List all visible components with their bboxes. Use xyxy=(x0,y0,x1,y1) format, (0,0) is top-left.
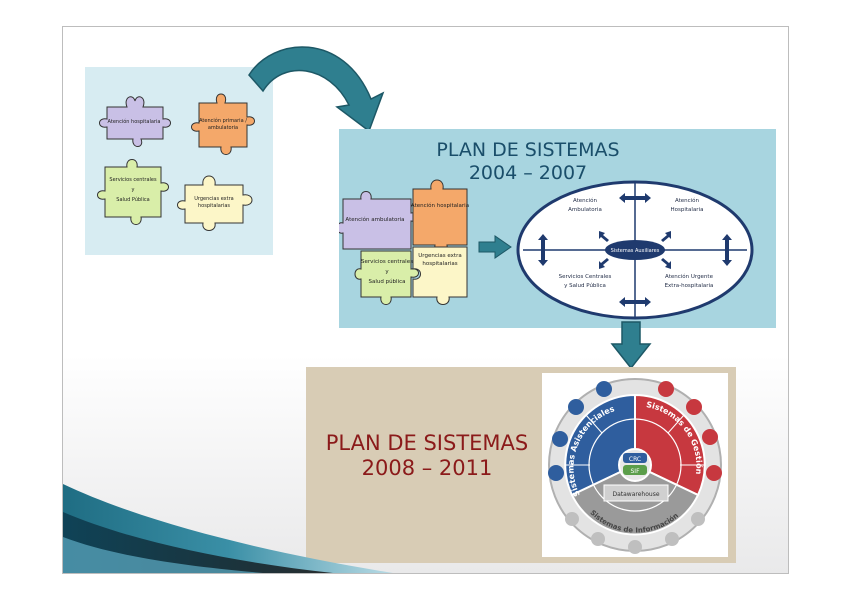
left-panel: Atención hospitalaria Atención primaria … xyxy=(85,67,273,255)
puzzle-piece-hospitalaria xyxy=(99,96,171,147)
label-ambulatoria: Atención ambulatoria xyxy=(345,216,404,223)
label-urgencias-a: Urgencias extra xyxy=(418,253,461,259)
plan-2004-title: PLAN DE SISTEMAS 2004 – 2007 xyxy=(363,139,693,185)
plan-2008-title: PLAN DE SISTEMAS 2008 – 2011 xyxy=(311,431,543,481)
label-primaria-2: ambulatoria xyxy=(208,125,238,131)
ellipse-tr-2: Hospitalaria xyxy=(671,207,704,213)
wheel-sector-gestion xyxy=(634,393,706,497)
label-centrales-c: Salud pública xyxy=(368,278,405,285)
puzzle-piece-centrales-2 xyxy=(354,250,419,305)
wheel-sector-asistenciales xyxy=(564,393,636,497)
systems-wheel: Datawarehouse CRC SIF Sistemas Asistenci… xyxy=(548,378,722,554)
label-centrales-a: Servicios centrales xyxy=(361,259,413,265)
plan-2004-title-line1: PLAN DE SISTEMAS xyxy=(436,139,620,161)
label-centrales-2: y xyxy=(132,187,135,193)
label-hospitalaria: Atención hospitalaria xyxy=(108,118,161,125)
puzzle-piece-urgencias xyxy=(177,175,253,231)
label-urgencias-b: hospitalarias xyxy=(422,261,457,267)
wheel-center-bottom: SIF xyxy=(630,468,640,475)
ellipse-tl-1: Atención xyxy=(573,197,598,204)
plan-2004-puzzle: Atención ambulatoria Atención hospitalar… xyxy=(339,179,469,305)
puzzle-piece-urgencias-2 xyxy=(412,246,468,305)
curved-arrow-icon xyxy=(248,46,385,133)
slide: Atención hospitalaria Atención primaria … xyxy=(62,26,789,574)
right-arrow-icon xyxy=(478,235,512,259)
label-centrales-3: Salud Pública xyxy=(116,196,149,203)
puzzle-piece-centrales xyxy=(97,159,169,225)
label-primaria-1: Atención primaria / xyxy=(199,117,247,124)
puzzle-piece-primaria xyxy=(191,93,255,155)
corner-swoosh xyxy=(63,484,393,573)
label-centrales-b: y xyxy=(385,269,389,275)
ellipse-br-2: Extra-hospitalaria xyxy=(665,283,714,289)
label-urgencias-2: hospitalarias xyxy=(198,203,230,209)
label-urgencias-1: Urgencias extra xyxy=(194,196,233,202)
left-puzzle: Atención hospitalaria Atención primaria … xyxy=(97,93,255,231)
ellipse-arrows xyxy=(538,193,732,307)
plan-2008-title-line1: PLAN DE SISTEMAS xyxy=(325,431,529,455)
puzzle-piece-hospitalaria-2 xyxy=(412,179,468,253)
ellipse-bl-2: y Salud Pública xyxy=(564,282,606,289)
down-arrow-icon xyxy=(610,321,652,370)
ellipse-br-1: Atención Urgente xyxy=(665,273,714,280)
plan-2008-title-line2: 2008 – 2011 xyxy=(361,456,493,480)
label-centrales-1: Servicios centrales xyxy=(109,177,157,183)
label-hospitalaria-2: Atención hospitalaria xyxy=(411,202,469,209)
wheel-center-top: CRC xyxy=(629,456,641,463)
wheel-outer-nodes xyxy=(548,381,722,554)
plan-2004-title-line2: 2004 – 2007 xyxy=(468,162,588,184)
plan-2004-ellipse: Sistemas Auxiliares Atención Ambulatoria… xyxy=(516,180,754,320)
ellipse-center-label: Sistemas Auxiliares xyxy=(611,248,660,254)
systems-wheel-box: Datawarehouse CRC SIF Sistemas Asistenci… xyxy=(542,373,728,557)
ellipse-tl-2: Ambulatoria xyxy=(568,207,602,213)
wheel-datawarehouse: Datawarehouse xyxy=(612,491,659,498)
ellipse-tr-1: Atención xyxy=(675,197,700,204)
ellipse-bl-1: Servicios Centrales xyxy=(559,274,612,280)
